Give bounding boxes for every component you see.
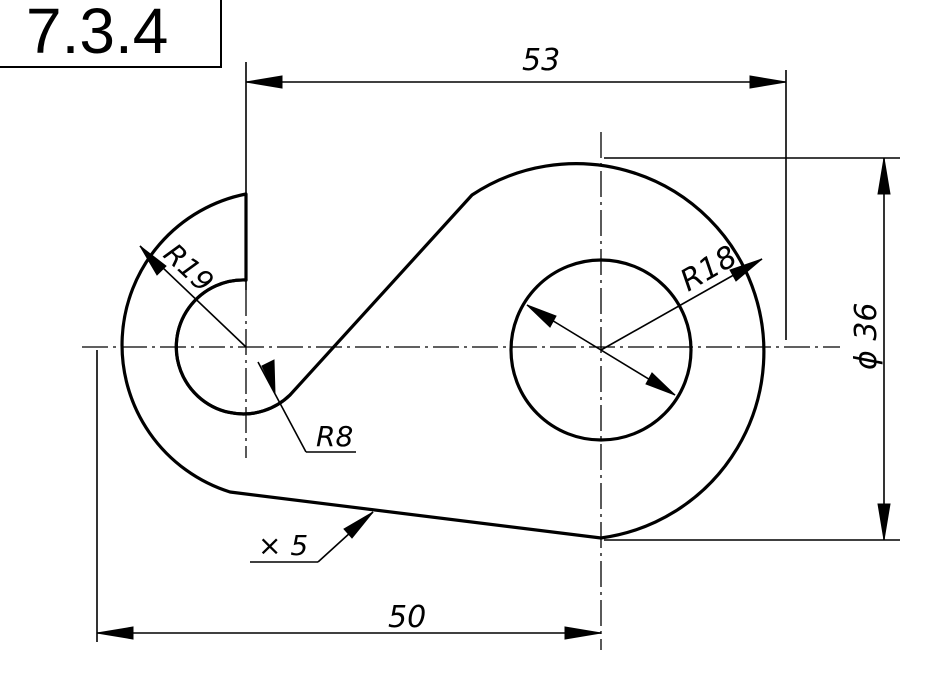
chamfer-note: × 5	[258, 529, 308, 562]
right-hole	[509, 258, 693, 442]
dim-text-36: ϕ 36	[849, 303, 884, 371]
arrow-chamfer	[343, 511, 374, 539]
arrow-36-bottom	[877, 503, 891, 541]
leader-r8	[257, 361, 307, 453]
arrow-50-left	[96, 626, 134, 640]
arrow-r8	[261, 359, 276, 395]
arrow-hole-upper	[526, 304, 557, 328]
arrow-53-right	[749, 75, 787, 89]
arrow-53-left	[245, 75, 283, 89]
arrow-50-right	[564, 626, 602, 640]
arrow-r19	[139, 245, 167, 276]
part-outline	[120, 162, 766, 540]
dim-text-50: 50	[388, 600, 426, 635]
figure-label-box: 7.3.4	[0, 0, 222, 68]
dim-text-53: 53	[522, 43, 560, 78]
figure-label: 7.3.4	[26, 0, 169, 67]
arrow-36-top	[877, 157, 891, 195]
arrow-r18	[729, 258, 763, 282]
dim-text-r8: R8	[316, 420, 353, 453]
left-inner-arc	[174, 278, 292, 416]
arrow-hole-lower	[645, 372, 676, 396]
